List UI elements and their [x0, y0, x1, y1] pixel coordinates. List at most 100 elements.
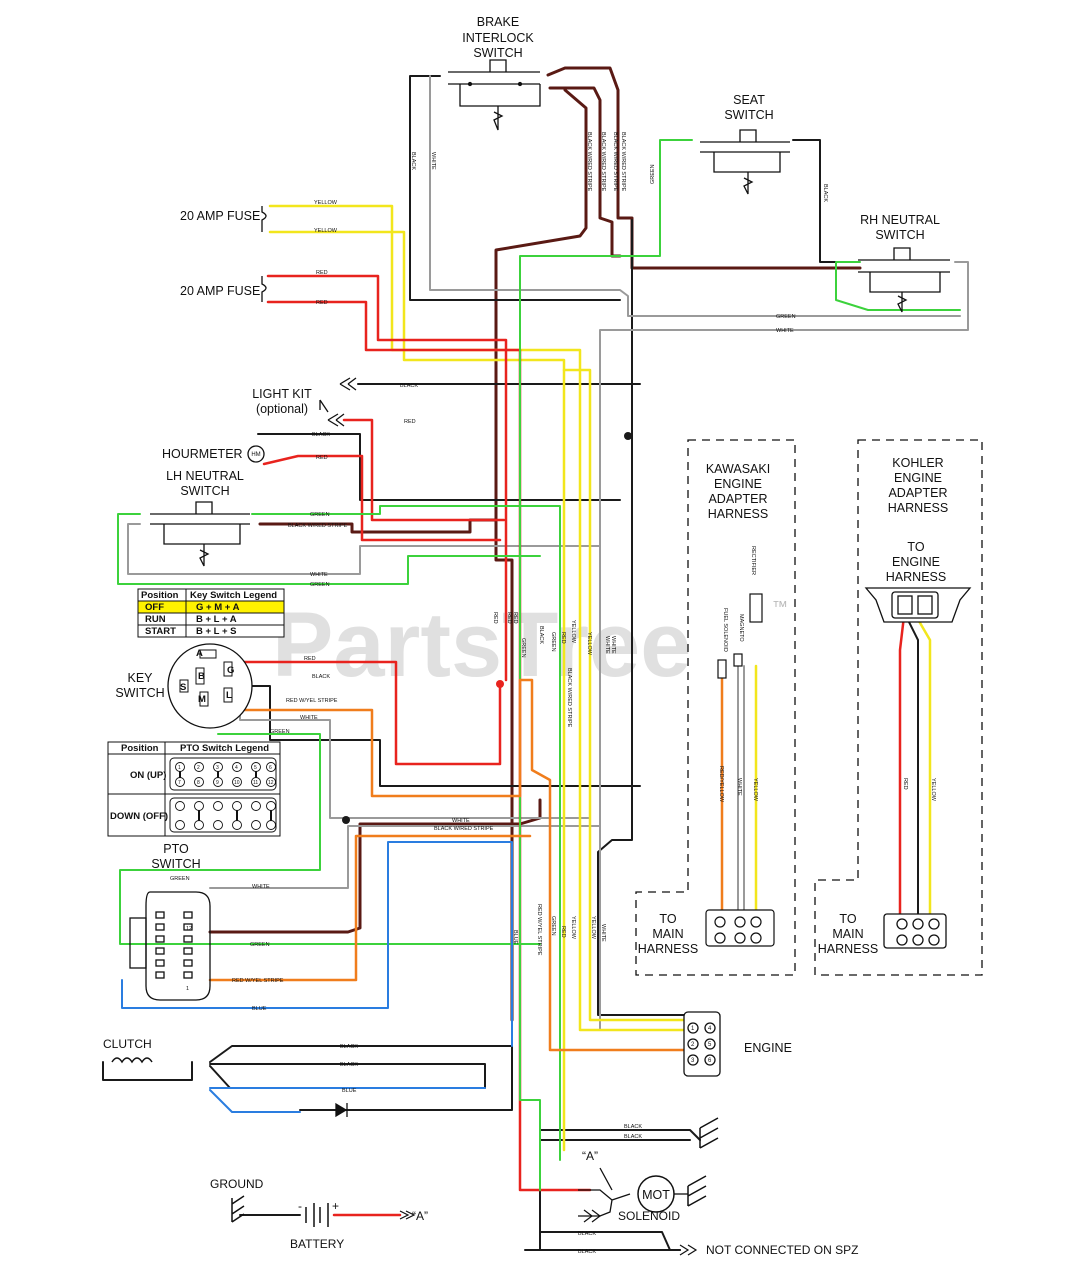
wire-label: RED: [404, 419, 416, 425]
wire-label: WHITE: [604, 636, 610, 654]
solenoid-label: SOLENOID: [618, 1209, 680, 1223]
to-main-1-line-2: MAIN: [652, 927, 683, 941]
battery-a-ref: “A”: [412, 1209, 428, 1223]
pto-pin-label: 9: [216, 780, 219, 786]
wire-green-key: [119, 733, 321, 945]
engine-label: ENGINE: [744, 1041, 792, 1055]
key-legend-row-position: OFF: [145, 602, 164, 613]
wire-label: GREEN: [310, 582, 330, 588]
clutch-label: CLUTCH: [103, 1037, 152, 1051]
wire-black-clutch-1: [209, 1045, 513, 1063]
solenoid-a-ref: “A”: [582, 1149, 598, 1163]
light-kit-label-2: (optional): [256, 402, 308, 416]
wire-label: YELLOW: [570, 620, 576, 644]
ground-icon: [231, 1117, 719, 1223]
wire-label: BLACK: [312, 432, 330, 438]
wire-label: BLACK: [400, 383, 418, 389]
wire-green-lh: [117, 513, 541, 585]
wire-label: BLUE: [512, 930, 518, 945]
engine-pin-label: 1: [691, 1026, 695, 1032]
pto-pin-label: 6: [269, 765, 272, 771]
key-legend-row-position: START: [145, 626, 176, 637]
pto-legend-header-position: Position: [121, 743, 159, 754]
wire-white-lh: [127, 523, 601, 575]
seat-switch: [700, 129, 790, 195]
wire-label: BLACK: [624, 1134, 642, 1140]
kohler-harness-box: [814, 439, 983, 976]
wire-label: RED W/YEL STRIPE: [232, 978, 284, 984]
wire-label: BLUE: [342, 1088, 357, 1094]
wire-label: BLACK W/RED STRIPE: [586, 132, 592, 192]
wire-green-seat: [519, 139, 693, 1191]
wire-label: BLACK: [578, 1249, 596, 1255]
wire-yellow-light: [562, 368, 692, 1022]
wire-label: RED: [316, 455, 328, 461]
wire-label: RED W/YEL STRIPE: [536, 904, 542, 956]
pto-pin-label: 8: [197, 780, 200, 786]
wire-label: WHITE: [310, 572, 328, 578]
wire-label: BLACK: [340, 1062, 358, 1068]
connector-arrow-icon: [679, 1244, 698, 1256]
wire-red-light: [342, 418, 506, 522]
wire-green-rh: [835, 261, 961, 311]
wire-blue-clutch: [209, 1089, 301, 1113]
key-switch-legend: Position Key Switch Legend OFF G + M + A…: [137, 588, 285, 638]
motor-label: MOT: [642, 1188, 670, 1202]
key-switch-label-2: SWITCH: [115, 686, 164, 700]
wire-label: GREEN: [270, 729, 290, 735]
engine-pin-label: 3: [691, 1058, 695, 1064]
connector-arrow-icon: [583, 1209, 601, 1223]
pto-connector-pin-label: 12: [186, 926, 192, 932]
wire-green-lh-top: [251, 505, 561, 1161]
engine-pin-label: 6: [708, 1058, 712, 1064]
wire-label: GREEN: [520, 638, 526, 658]
wire-label: WHITE: [736, 778, 742, 796]
brake-switch-label-3: SWITCH: [473, 46, 522, 60]
key-terminal-l: L: [226, 690, 232, 701]
hourmeter-symbol-text: HM: [251, 452, 260, 458]
wire-black-red-stripe-brake-3: [494, 88, 588, 1022]
wire-black-diode: [299, 1045, 513, 1111]
wire-label: YELLOW: [586, 632, 592, 656]
wire-label: BLACK: [340, 1044, 358, 1050]
pto-switch-label-2: SWITCH: [151, 857, 200, 871]
wire-orange-pto: [208, 834, 532, 982]
clutch-coil-icon: [111, 1057, 153, 1064]
wire-black-keyswitch: [217, 685, 641, 787]
brake-switch-label-1: BRAKE: [477, 15, 519, 29]
kawasaki-terminals: [705, 593, 775, 947]
wire-red-fuse-bot: [266, 300, 592, 1192]
wire-label: WHITE: [252, 884, 270, 890]
wire-label: WHITE: [600, 924, 606, 942]
wire-label: RED/YELLOW: [718, 766, 724, 803]
wire-red-key: [216, 660, 502, 766]
wire-black-solenoid: [539, 1231, 681, 1251]
light-kit-symbol: [319, 377, 357, 427]
to-engine-line-3: HARNESS: [886, 570, 946, 584]
wire-label: BLACK W/RED STRIPE: [288, 523, 348, 529]
wire-yellow-kohler: [914, 614, 932, 917]
not-connected-label: NOT CONNECTED ON SPZ: [706, 1243, 858, 1257]
connector-arrow-icon: [399, 1210, 416, 1220]
pto-connector-pin-label: 1: [186, 986, 189, 992]
wire-label: GREEN: [310, 512, 330, 518]
pto-legend-row-on: ON (UP): [130, 770, 166, 781]
key-legend-header-title: Key Switch Legend: [190, 590, 277, 601]
watermark: PartsTree: [272, 594, 691, 696]
wire-yellow-fuse-bot: [268, 230, 566, 1152]
wire-white-brake: [429, 75, 961, 317]
wire-black-kohler: [905, 615, 919, 916]
key-legend-header-position: Position: [141, 590, 179, 601]
wire-label: YELLOW: [314, 228, 338, 234]
kohler-label-3: ADAPTER: [888, 486, 947, 500]
rh-neutral-label-1: RH NEUTRAL: [860, 213, 940, 227]
fuse-label-1: 20 AMP FUSE: [180, 209, 260, 223]
to-main-1-line-1: TO: [659, 912, 676, 926]
wire-black-main: [597, 219, 691, 1016]
brake-interlock-switch: [448, 59, 541, 131]
wire-label: RED: [492, 612, 498, 624]
kawasaki-label-1: KAWASAKI: [706, 462, 770, 476]
wire-label: YELLOW: [752, 778, 758, 802]
pto-pin-label: 5: [254, 765, 257, 771]
